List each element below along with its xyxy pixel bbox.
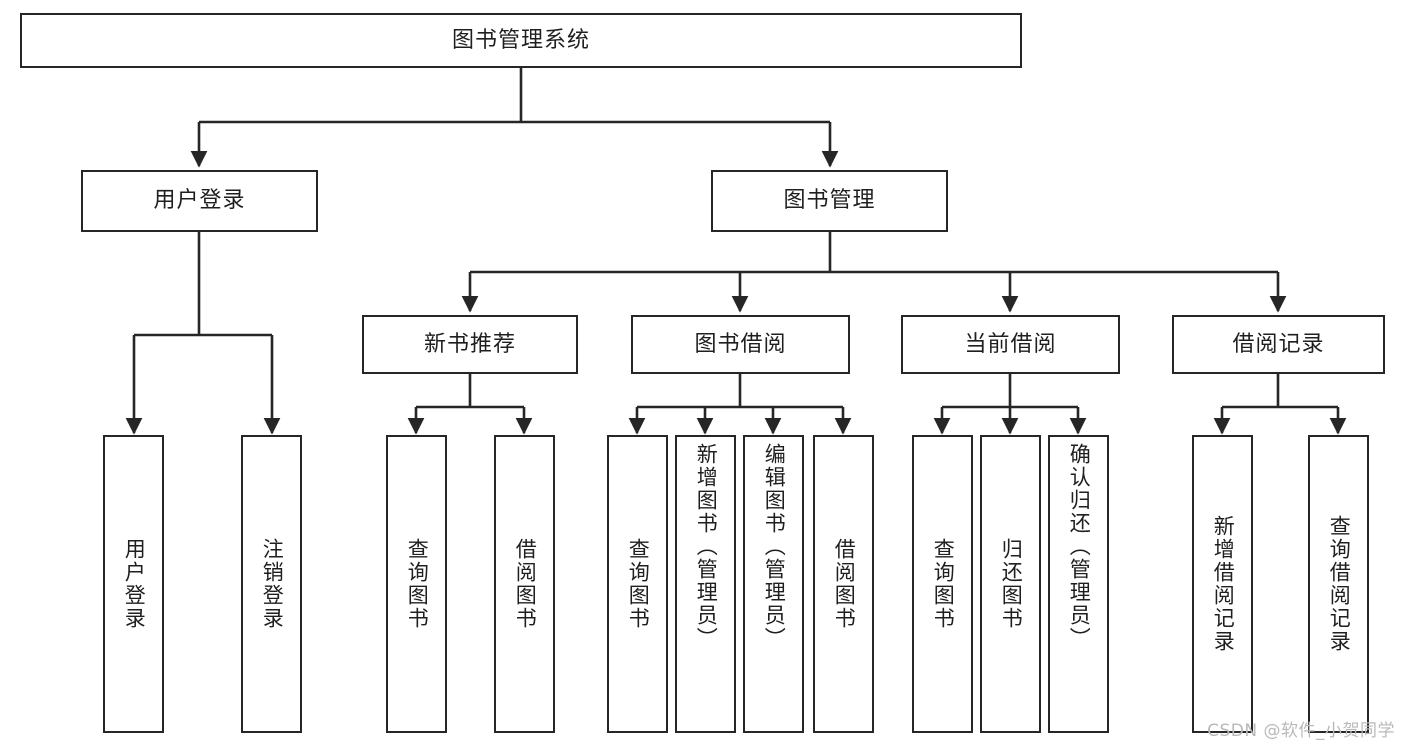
node-label: 图书管理系统 bbox=[451, 27, 590, 53]
leaf-label: 借阅图书 bbox=[832, 538, 857, 630]
csdn-watermark: CSDN @软件_小贺同学 bbox=[1207, 721, 1395, 741]
node-label: 图书管理 bbox=[783, 188, 876, 214]
node-label: 用户登录 bbox=[153, 188, 246, 214]
leaf-label: 注销登录 bbox=[260, 538, 285, 630]
leaf-label: 查询图书 bbox=[626, 538, 651, 630]
node-current-borrow[interactable]: 当前借阅 bbox=[901, 315, 1120, 374]
node-label: 当前借阅 bbox=[964, 331, 1057, 357]
leaf-current-borrow-return[interactable]: 归还图书 bbox=[980, 435, 1041, 733]
leaf-new-book-query[interactable]: 查询图书 bbox=[386, 435, 447, 733]
leaf-label: 新增借阅记录 bbox=[1211, 515, 1236, 653]
leaf-label: 用户登录 bbox=[122, 538, 147, 630]
leaf-user-login-login[interactable]: 用户登录 bbox=[103, 435, 164, 733]
leaf-label: 编辑图书（管理员） bbox=[762, 443, 787, 650]
leaf-new-book-borrow[interactable]: 借阅图书 bbox=[494, 435, 555, 733]
leaf-book-borrow-query[interactable]: 查询图书 bbox=[607, 435, 668, 733]
node-label: 新书推荐 bbox=[423, 331, 516, 357]
leaf-book-borrow-borrow[interactable]: 借阅图书 bbox=[813, 435, 874, 733]
leaf-label: 借阅图书 bbox=[513, 538, 538, 630]
node-book-borrow[interactable]: 图书借阅 bbox=[631, 315, 850, 374]
leaf-user-login-logout[interactable]: 注销登录 bbox=[241, 435, 302, 733]
leaf-borrow-record-query[interactable]: 查询借阅记录 bbox=[1308, 435, 1369, 733]
node-root-system[interactable]: 图书管理系统 bbox=[20, 13, 1022, 68]
leaf-label: 查询借阅记录 bbox=[1327, 515, 1352, 653]
leaf-borrow-record-add[interactable]: 新增借阅记录 bbox=[1192, 435, 1253, 733]
node-user-login[interactable]: 用户登录 bbox=[81, 170, 318, 232]
leaf-label: 查询图书 bbox=[405, 538, 430, 630]
leaf-current-borrow-query[interactable]: 查询图书 bbox=[912, 435, 973, 733]
leaf-label: 确认归还（管理员） bbox=[1067, 443, 1092, 650]
node-new-book-recommend[interactable]: 新书推荐 bbox=[362, 315, 578, 374]
leaf-label: 查询图书 bbox=[931, 538, 956, 630]
node-label: 图书借阅 bbox=[694, 331, 787, 357]
leaf-book-borrow-edit[interactable]: 编辑图书（管理员） bbox=[743, 435, 804, 733]
leaf-label: 归还图书 bbox=[999, 538, 1024, 630]
node-label: 借阅记录 bbox=[1232, 331, 1325, 357]
leaf-label: 新增图书（管理员） bbox=[694, 443, 719, 650]
node-book-management[interactable]: 图书管理 bbox=[711, 170, 948, 232]
leaf-current-borrow-confirm-return[interactable]: 确认归还（管理员） bbox=[1048, 435, 1109, 733]
node-borrow-record[interactable]: 借阅记录 bbox=[1172, 315, 1385, 374]
leaf-book-borrow-add[interactable]: 新增图书（管理员） bbox=[675, 435, 736, 733]
